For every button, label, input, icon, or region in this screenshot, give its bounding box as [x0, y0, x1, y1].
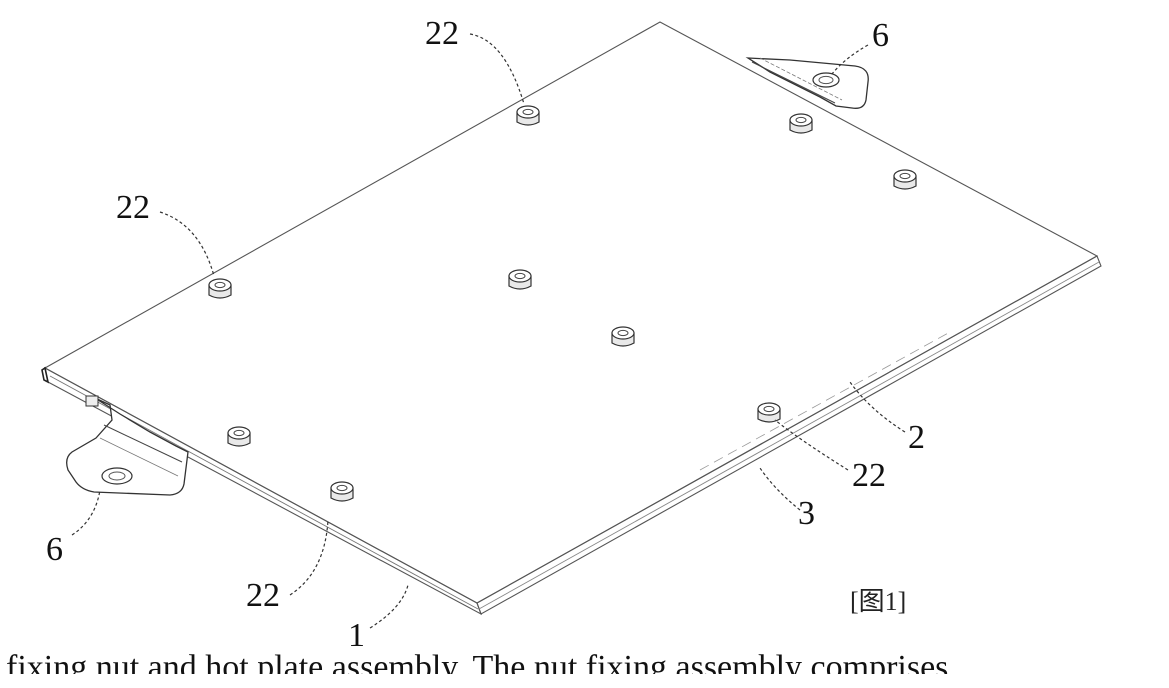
nut — [228, 427, 250, 446]
ref-22-right: 22 — [852, 457, 886, 494]
nut — [790, 114, 812, 133]
nut — [612, 327, 634, 346]
nut — [758, 403, 780, 422]
plate-end-face — [42, 368, 48, 382]
ref-22-top: 22 — [425, 15, 459, 52]
nut — [517, 106, 539, 125]
nut — [209, 279, 231, 298]
nut — [509, 270, 531, 289]
ref-22-bottom-left: 22 — [246, 577, 280, 614]
fixing-nuts — [209, 106, 916, 501]
nut — [331, 482, 353, 501]
plate-top-surface — [45, 22, 1097, 603]
plate — [42, 22, 1101, 614]
ref-6-top: 6 — [872, 17, 889, 54]
bracket-bottom-left — [67, 396, 188, 495]
ref-2: 2 — [908, 419, 925, 456]
ref-22-left: 22 — [116, 189, 150, 226]
leader-lines — [72, 34, 905, 628]
nut — [894, 170, 916, 189]
plate-layer-line-right — [479, 262, 1099, 609]
ref-6-left: 6 — [46, 531, 63, 568]
ref-3: 3 — [798, 495, 815, 532]
figure-caption: [图1] — [850, 587, 906, 616]
